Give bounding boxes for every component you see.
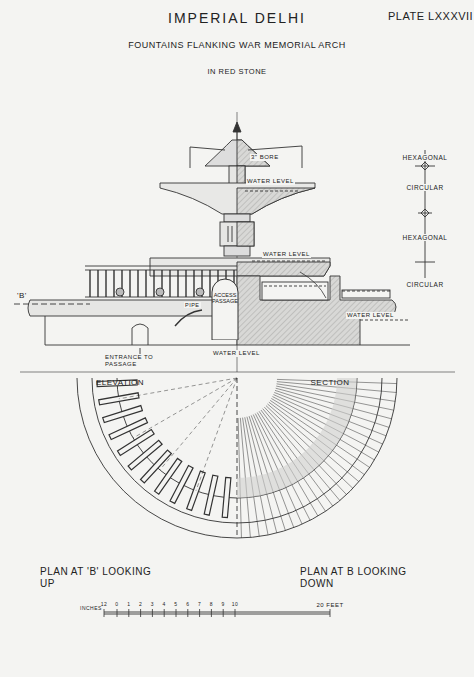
drawing-label: 3: [151, 602, 154, 608]
drawing-label: 3" BORE: [250, 154, 280, 161]
drawing-label: 8: [210, 602, 213, 608]
drawing-label: SECTION: [310, 378, 349, 387]
drawing-label: CIRCULAR: [405, 184, 444, 191]
drawing-label: 5: [174, 602, 177, 608]
drawing-label: 9: [222, 602, 225, 608]
drawing-label: WATER LEVEL: [346, 312, 395, 319]
drawing-label: PLAN AT B LOOKING DOWN: [300, 566, 430, 589]
drawing-label: 0: [115, 602, 118, 608]
drawing-label: FOUNTAINS FLANKING WAR MEMORIAL ARCH: [128, 40, 346, 50]
drawing-label: ENTRANCE TO PASSAGE: [104, 354, 156, 368]
arch-label: ACCESS PASSAGE: [212, 292, 238, 305]
drawing-label: PIPE: [184, 302, 201, 308]
drawing-label: PLATE LXXXVII: [388, 10, 473, 23]
drawing-label: INCHES: [80, 606, 102, 612]
drawing-label: ELEVATION: [96, 378, 144, 387]
drawing-label: PLAN AT 'B' LOOKING UP: [40, 566, 160, 589]
plate-title: IMPERIAL DELHI: [168, 10, 306, 26]
drawing-label: 4: [163, 602, 166, 608]
drawing-label: WATER LEVEL: [246, 178, 295, 185]
drawing-label: 'B': [16, 291, 28, 300]
drawing-label: 6: [186, 602, 189, 608]
arch-outline: [211, 278, 239, 340]
drawing-label: WATER LEVEL: [262, 251, 311, 258]
drawing-label: 1: [127, 602, 130, 608]
drawing-label: HEXAGONAL: [402, 234, 449, 241]
drawing-label: 7: [198, 602, 201, 608]
drawing-label: CIRCULAR: [405, 281, 444, 288]
drawing-label: IN RED STONE: [207, 68, 266, 77]
drawing-label: WATER LEVEL: [212, 350, 261, 357]
drawing-label: 10: [232, 602, 239, 608]
drawing-label: 2: [139, 602, 142, 608]
drawing-label: 12: [101, 602, 108, 608]
drawing-label: HEXAGONAL: [402, 154, 449, 161]
drawing-label: 20 FEET: [316, 602, 343, 609]
access-arch: ACCESS PASSAGE: [211, 278, 239, 340]
